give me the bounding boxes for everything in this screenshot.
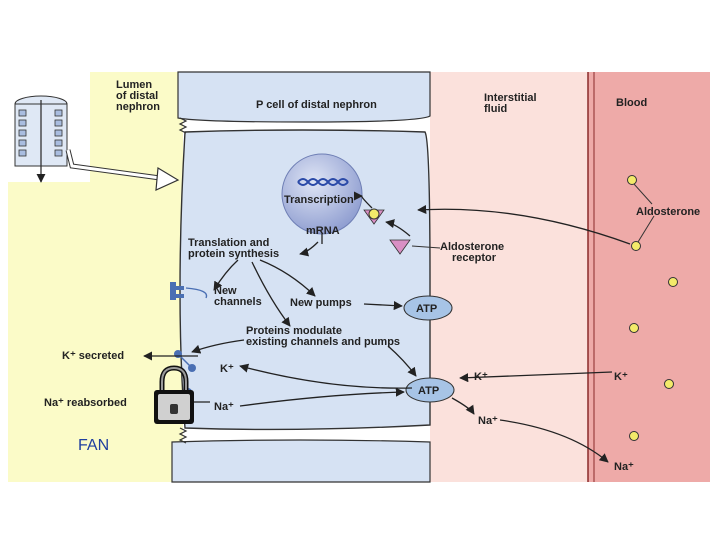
arrow-modulate-to-pumps <box>387 345 417 377</box>
new-channel-icon <box>170 282 208 300</box>
transcription-label: Transcription <box>284 194 354 206</box>
arrow-to-modulate <box>251 261 291 327</box>
arrow-aldosterone-into-cell <box>417 204 631 245</box>
arrow-to-receptor <box>385 219 411 237</box>
arrow-k-blood-to-pump <box>459 371 613 383</box>
lumen-label-2: of distal <box>116 90 158 102</box>
blood-region <box>588 72 710 482</box>
k-secreted-label: K⁺ secreted <box>62 350 124 362</box>
modulate-label-1: Proteins modulate <box>246 325 342 337</box>
arrow-mrna-to-translation <box>299 241 319 257</box>
arrow-na-to-pump <box>239 387 405 407</box>
aldosterone-molecules <box>627 175 678 441</box>
mrna-label: mRNA <box>306 225 340 237</box>
receptor-label-2: receptor <box>452 252 497 264</box>
arrow-na-to-blood <box>499 419 609 463</box>
k-ion-cell-label: K⁺ <box>220 363 234 375</box>
interstitial-label-2: fluid <box>484 103 507 115</box>
na-ion-blood-label: Na⁺ <box>614 461 634 473</box>
fan-label: FAN <box>78 437 109 454</box>
interstitial-label-1: Interstitial <box>484 92 537 104</box>
upper-cell <box>177 71 431 123</box>
atp-pump-new <box>403 295 453 321</box>
arrow-na-to-interstitial <box>451 397 475 415</box>
na-ion-interstitial-label: Na⁺ <box>478 415 498 427</box>
receptor-shape-2 <box>389 239 411 255</box>
new-channels-label-2: channels <box>214 296 262 308</box>
aldosterone-pointer-2 <box>637 215 655 243</box>
new-channels-label-1: New <box>214 285 237 297</box>
arrow-receptor-to-nucleus <box>353 191 373 209</box>
receptor-label-1: Aldosterone <box>440 241 504 253</box>
zoom-arrow-head <box>155 166 180 191</box>
padlock-icon <box>154 365 194 424</box>
translation-label-1: Translation and <box>188 237 269 249</box>
new-pumps-label: New pumps <box>290 297 352 309</box>
interstitial-region <box>430 72 588 482</box>
nephron-tube-icon <box>8 72 90 183</box>
atp-label-existing: ATP <box>418 385 439 397</box>
aldosterone-label: Aldosterone <box>636 206 700 218</box>
lumen-label-3: nephron <box>116 101 160 113</box>
k-ion-interstitial-label: K⁺ <box>474 371 488 383</box>
dna-helix-icon <box>297 178 349 186</box>
lower-cell <box>171 439 431 483</box>
dna-helix-strand <box>297 178 349 186</box>
aldosterone-pointer-1 <box>633 183 653 205</box>
arrow-to-new-channels <box>213 259 239 291</box>
bound-aldosterone <box>368 208 380 220</box>
k-ion-blood-label: K⁺ <box>614 371 628 383</box>
arrow-to-new-pumps <box>259 259 316 297</box>
atp-pump-existing <box>405 377 455 403</box>
arrow-pumps-to-atp <box>363 301 403 311</box>
tight-junction-bottom <box>178 427 188 444</box>
na-reabsorbed-label: Na⁺ reabsorbed <box>44 397 127 409</box>
na-ion-cell-label: Na⁺ <box>214 401 234 413</box>
tight-junction-top <box>178 117 188 134</box>
modulate-label-2: existing channels and pumps <box>246 336 400 348</box>
translation-label-2: protein synthesis <box>188 248 279 260</box>
zoom-arrow-inner <box>66 149 161 180</box>
lumen-label: Lumen <box>116 79 152 91</box>
blood-label: Blood <box>616 97 647 109</box>
arrow-modulate-to-channels <box>191 339 245 354</box>
arrow-k-into-cell <box>239 363 413 389</box>
cell-label: P cell of distal nephron <box>256 99 377 111</box>
p-cell <box>179 129 431 431</box>
receptor-pointer <box>411 245 441 249</box>
atp-label-new: ATP <box>416 303 437 315</box>
